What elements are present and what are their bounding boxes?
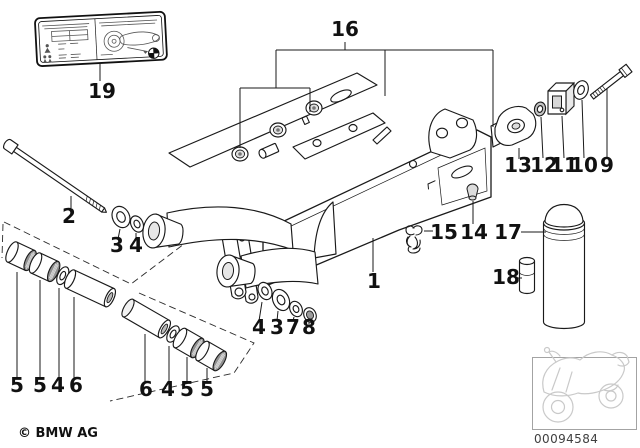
callout-18[interactable]: 18 (492, 265, 520, 289)
chain-adjuster-part-13 (490, 105, 537, 148)
callout-3b[interactable]: 3 (270, 315, 284, 339)
plate-bolt (269, 122, 287, 138)
nut-part-12 (533, 101, 547, 117)
rider-icon (43, 44, 53, 64)
callout-17[interactable]: 17 (494, 220, 522, 244)
leader-lines (16, 42, 608, 382)
washer-part-4b (257, 281, 273, 301)
washer-part-10 (573, 80, 589, 100)
callout-14[interactable]: 14 (460, 220, 488, 244)
callout-5d[interactable]: 5 (200, 377, 214, 401)
plate-bolt (231, 146, 249, 162)
callout-4d[interactable]: 4 (252, 315, 266, 339)
bmw-roundel-icon (148, 47, 160, 59)
bearing-kit-row-2 (121, 298, 228, 372)
callout-8[interactable]: 8 (302, 315, 316, 339)
motorcycle-icon (542, 346, 630, 423)
chain-diagram (100, 30, 160, 56)
bolt-part-9 (589, 63, 633, 100)
plug-part-14 (466, 183, 479, 201)
instruction-sticker (34, 10, 168, 67)
washer-part-3b (271, 288, 291, 312)
bushing-part-8 (303, 307, 317, 323)
callout-10[interactable]: 10 (570, 153, 598, 177)
callout-11[interactable]: 11 (550, 153, 578, 177)
bearing-kit-row-1 (5, 241, 117, 308)
callout-labels: 19 16 2 3 4 5 5 4 6 6 4 5 5 4 3 7 8 1 15… (10, 17, 614, 401)
kit-boundary-dashed-lines (1, 221, 255, 402)
callout-12[interactable]: 12 (530, 153, 558, 177)
callout-1[interactable]: 1 (367, 269, 381, 293)
callout-2[interactable]: 2 (62, 204, 76, 228)
callout-6b[interactable]: 6 (139, 377, 153, 401)
washer-part-4 (129, 215, 145, 233)
callout-16[interactable]: 16 (331, 17, 359, 41)
callout-5c[interactable]: 5 (180, 377, 194, 401)
pivot-bolt-part-2 (2, 138, 107, 213)
callout-4b[interactable]: 4 (51, 373, 65, 397)
washer-part-7 (289, 300, 303, 318)
callout-4[interactable]: 4 (129, 233, 143, 257)
chain-guard-plate (168, 72, 392, 168)
callout-13[interactable]: 13 (504, 153, 532, 177)
callout-5a[interactable]: 5 (10, 373, 24, 397)
callout-3[interactable]: 3 (110, 233, 124, 257)
thumbnail-box (532, 346, 637, 430)
copyright-text: © BMW AG (18, 426, 98, 441)
spray-can-part-17 (542, 203, 586, 330)
block-part-11 (547, 81, 575, 116)
washer-part-3 (111, 205, 131, 229)
callout-6a[interactable]: 6 (69, 373, 83, 397)
plate-bolt (305, 100, 323, 116)
pivot-bushing-lower (216, 254, 256, 288)
callout-19[interactable]: 19 (88, 79, 116, 103)
clip-part-15 (405, 225, 423, 254)
callout-9[interactable]: 9 (600, 153, 614, 177)
pivot-bushing-upper (142, 213, 184, 249)
callout-4c[interactable]: 4 (161, 377, 175, 401)
sleeve-part-18 (518, 256, 536, 295)
swing-arm-part-1 (142, 108, 492, 289)
diagram-number-text: 00094584 (534, 432, 598, 446)
callout-15[interactable]: 15 (430, 220, 458, 244)
callout-7[interactable]: 7 (286, 315, 300, 339)
callout-5b[interactable]: 5 (33, 373, 47, 397)
